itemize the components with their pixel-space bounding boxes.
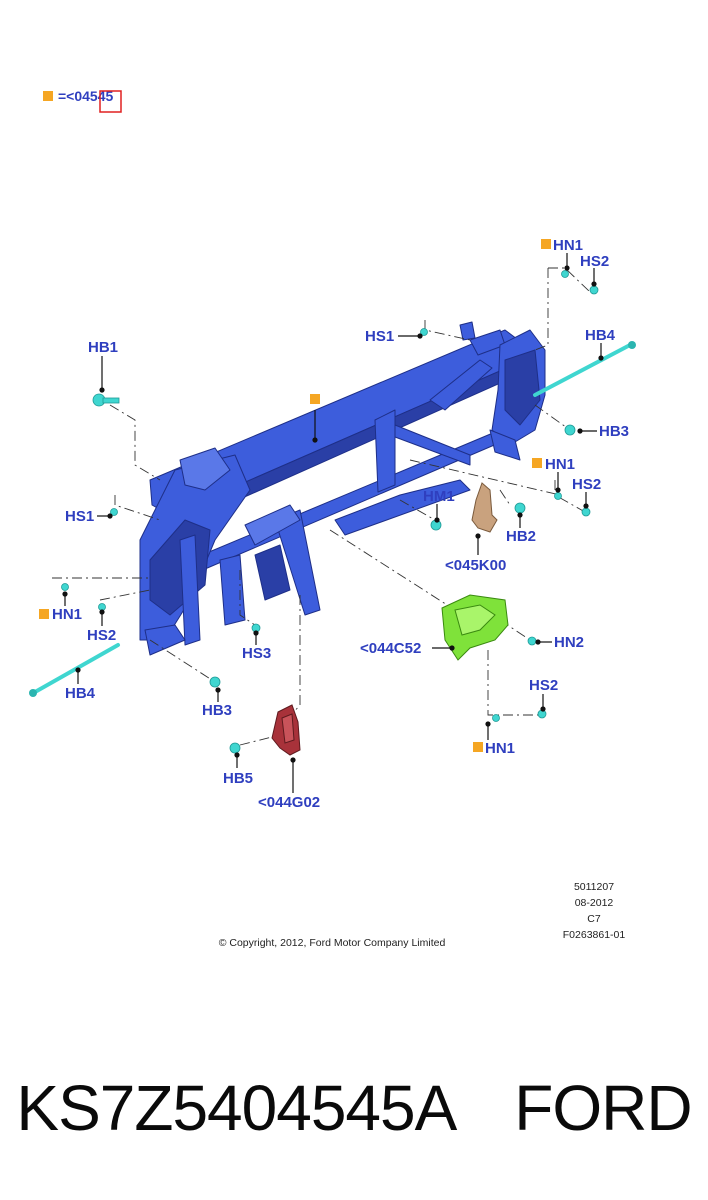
legend: =<04545 (43, 88, 122, 113)
bolt-icon (514, 502, 526, 514)
bolt-icon (420, 328, 428, 336)
callout-hb1: HB1 (88, 339, 118, 356)
callout-part-044g02: <044G02 (258, 794, 320, 811)
callout-hn1: HN1 (485, 740, 515, 757)
bolt-icon (589, 285, 599, 295)
bolt-icon (564, 424, 576, 436)
callout-hs2: HS2 (572, 476, 601, 493)
bracket-044g02-red (271, 704, 301, 756)
cross-car-beam-frame (139, 321, 546, 656)
meta-figure-id: F0263861-01 (563, 929, 626, 941)
callout-part-044c52: <044C52 (360, 640, 421, 657)
callout-hb3: HB3 (202, 702, 232, 719)
bolt-icon (209, 676, 221, 688)
legend-marker-icon (43, 91, 53, 101)
callout-hn1: HN1 (553, 237, 583, 254)
meta-code: 5011207 (574, 881, 614, 893)
meta-rev: C7 (587, 913, 601, 925)
bolt-icon (527, 636, 537, 646)
bolt-icon (561, 270, 569, 278)
legend-highlight-box (99, 90, 122, 113)
bolt-icon (110, 508, 118, 516)
meta-date: 08-2012 (575, 897, 614, 909)
bolt-icon (581, 507, 591, 517)
part-caption: KS7Z5404545A FORD (0, 1058, 708, 1158)
bolt-icon (492, 714, 500, 722)
callout-hb3: HB3 (599, 423, 629, 440)
callout-labels: HN1 HS2 HS1 HB4 HB3 HN1 HS2 HM1 HB2 <045… (52, 237, 629, 811)
brand-name: FORD (514, 1072, 692, 1144)
copyright-text: © Copyright, 2012, Ford Motor Company Li… (219, 937, 446, 949)
long-bolt-right (533, 341, 636, 397)
callout-hb4: HB4 (65, 685, 96, 702)
callout-hs2: HS2 (580, 253, 609, 270)
orange-square-icon (39, 609, 49, 619)
callout-hn2: HN2 (554, 634, 584, 651)
callout-hn1: HN1 (52, 606, 82, 623)
callout-part-045k00: <045K00 (445, 557, 506, 574)
callout-hs1: HS1 (365, 328, 394, 345)
bolt-icon (554, 492, 562, 500)
bolt-icon (229, 742, 241, 754)
bolt-icon (61, 583, 69, 591)
callout-hs3: HS3 (242, 645, 271, 662)
orange-square-icon (532, 458, 542, 468)
callout-hm1: HM1 (423, 488, 455, 505)
callout-hs2: HS2 (87, 627, 116, 644)
orange-square-icon (473, 742, 483, 752)
bolt-icon (92, 393, 120, 407)
drawing-meta: 5011207 08-2012 C7 F0263861-01 © Copyrig… (219, 881, 626, 949)
callout-hb4: HB4 (585, 327, 616, 344)
bracket-044c52-green (441, 594, 509, 661)
callout-hb2: HB2 (506, 528, 536, 545)
leader-lines (62, 253, 604, 793)
orange-square-icon (541, 239, 551, 249)
callout-hs1: HS1 (65, 508, 94, 525)
bracket-045k00-tan (471, 482, 498, 533)
orange-square-icon (310, 394, 320, 404)
callout-hb5: HB5 (223, 770, 253, 787)
part-number: KS7Z5404545A (16, 1072, 457, 1144)
callout-hn1: HN1 (545, 456, 575, 473)
callout-hs2: HS2 (529, 677, 558, 694)
orange-markers (39, 239, 551, 752)
exploded-parts-diagram: =<04545 (29, 88, 636, 949)
